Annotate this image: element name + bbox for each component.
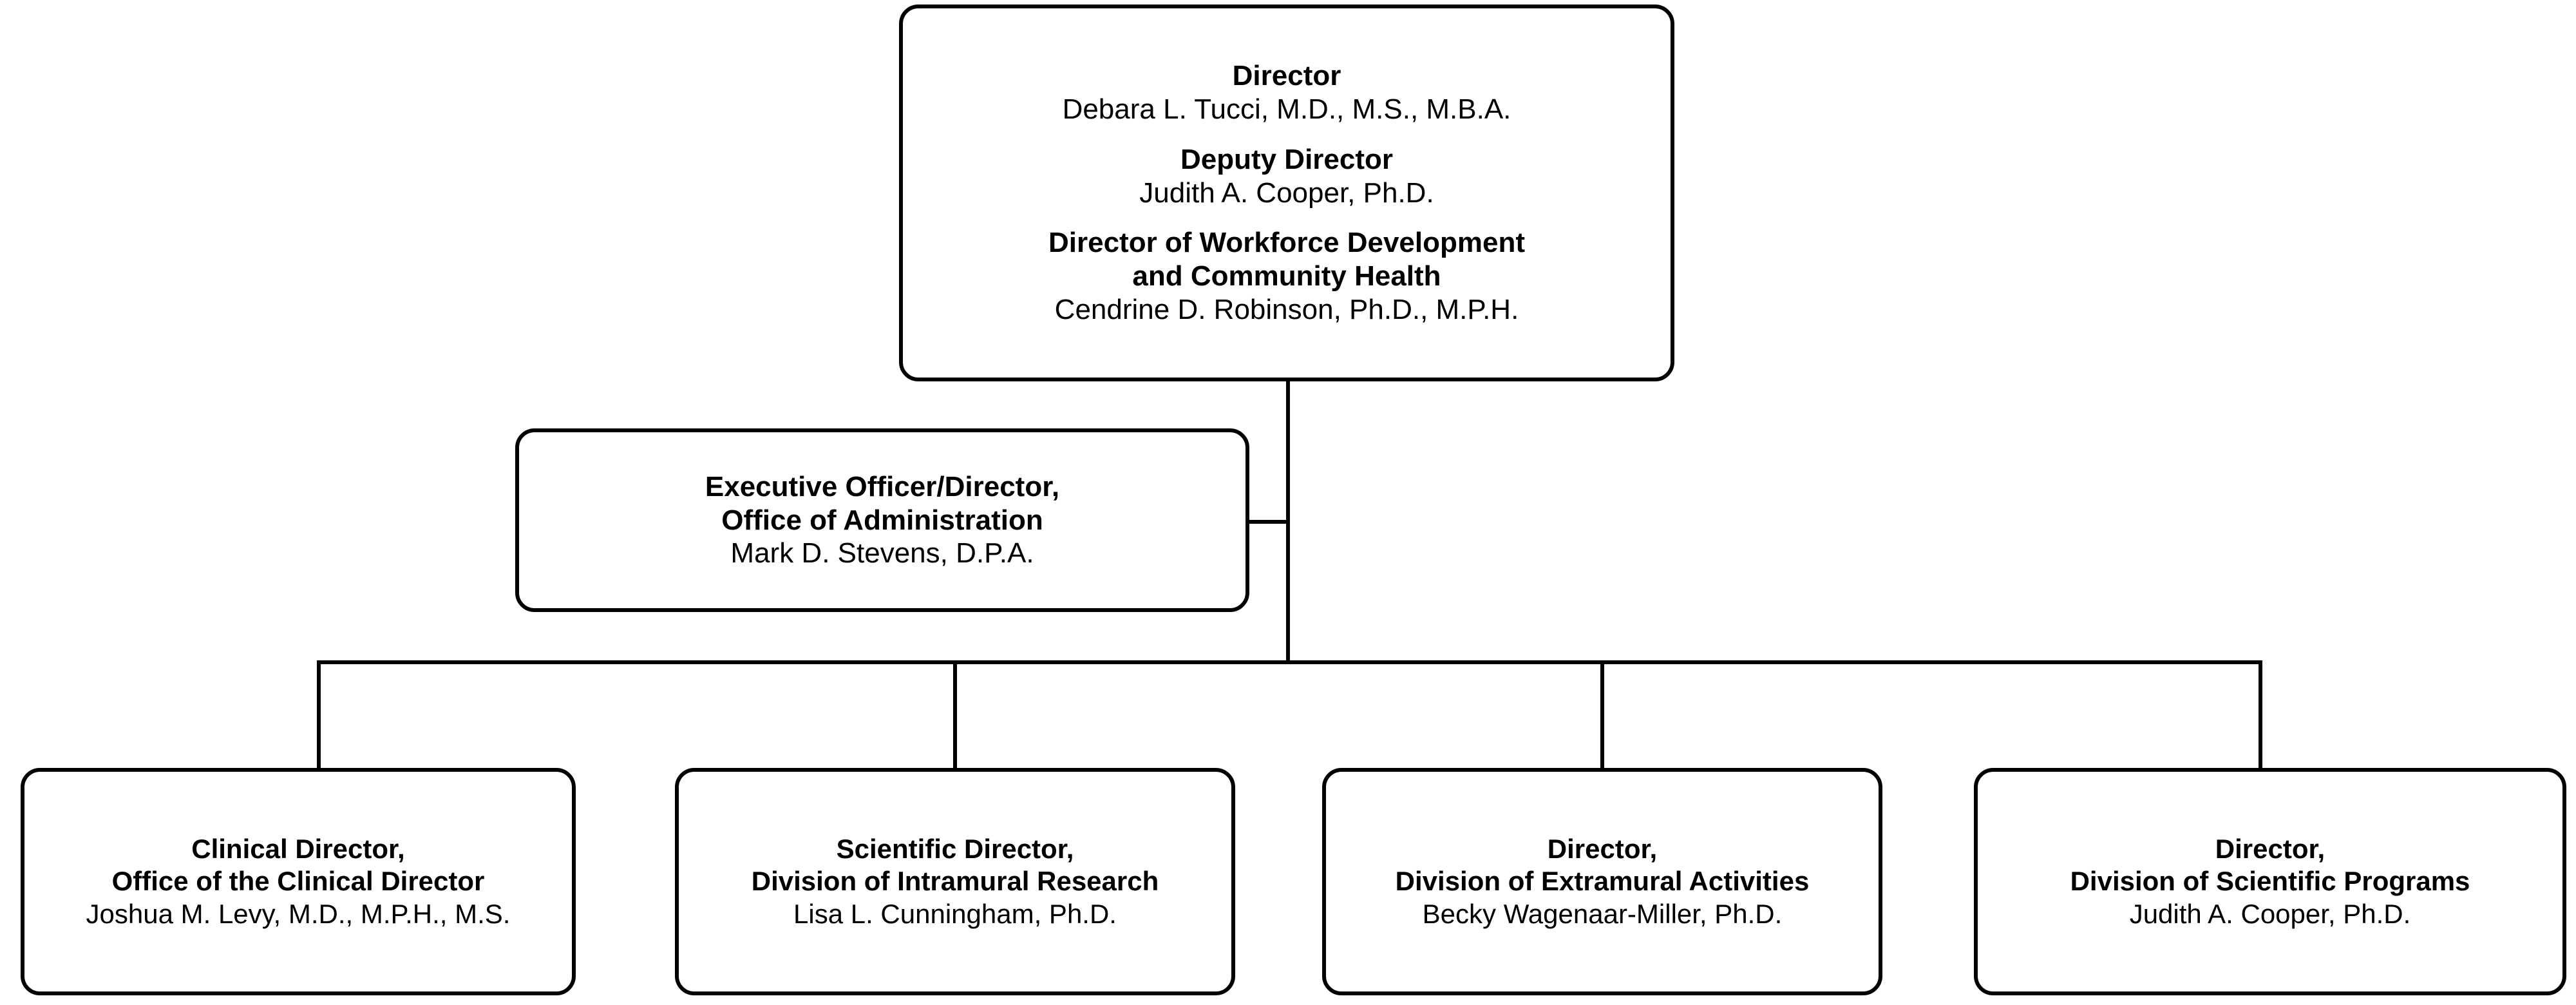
org-node-director-extramural[interactable]: Director, Division of Extramural Activit… <box>1322 768 1882 995</box>
scientific-director-title: Scientific Director, Division of Intramu… <box>751 834 1159 896</box>
director-title: Director <box>1232 59 1341 91</box>
org-node-director-scientific-programs[interactable]: Director, Division of Scientific Program… <box>1974 768 2566 995</box>
director-extramural-person: Becky Wagenaar-Miller, Ph.D. <box>1422 899 1783 930</box>
org-node-scientific-director[interactable]: Scientific Director, Division of Intramu… <box>675 768 1235 995</box>
org-node-clinical-director[interactable]: Clinical Director, Office of the Clinica… <box>21 768 576 995</box>
connector-drop-director-extramural <box>1600 660 1604 770</box>
org-node-director[interactable]: Director Debara L. Tucci, M.D., M.S., M.… <box>899 5 1674 381</box>
connector-children-bar <box>319 660 2262 664</box>
connector-director-spine <box>1286 379 1290 664</box>
clinical-director-person: Joshua M. Levy, M.D., M.P.H., M.S. <box>86 899 511 930</box>
director-scientific-programs-title: Director, Division of Scientific Program… <box>2070 834 2470 896</box>
executive-officer-person: Mark D. Stevens, D.P.A. <box>730 537 1034 570</box>
connector-drop-clinical-director <box>317 660 321 770</box>
director-entry-director: Director Debara L. Tucci, M.D., M.S., M.… <box>1063 59 1511 126</box>
director-entry-deputy-director: Deputy Director Judith A. Cooper, Ph.D. <box>1139 143 1434 210</box>
clinical-director-title: Clinical Director, Office of the Clinica… <box>111 834 485 896</box>
connector-drop-scientific-director <box>953 660 957 770</box>
director-extramural-title: Director, Division of Extramural Activit… <box>1395 834 1810 896</box>
director-scientific-programs-person: Judith A. Cooper, Ph.D. <box>2129 899 2411 930</box>
director-entry-workforce-development: Director of Workforce Development and Co… <box>1048 226 1525 327</box>
deputy-director-title: Deputy Director <box>1180 143 1394 175</box>
deputy-director-person: Judith A. Cooper, Ph.D. <box>1139 177 1434 209</box>
scientific-director-person: Lisa L. Cunningham, Ph.D. <box>793 899 1117 930</box>
workforce-development-person: Cendrine D. Robinson, Ph.D., M.P.H. <box>1054 294 1519 326</box>
director-person: Debara L. Tucci, M.D., M.S., M.B.A. <box>1062 93 1511 125</box>
executive-officer-title: Executive Officer/Director, Office of Ad… <box>705 470 1060 536</box>
connector-executive-officer-stub <box>1245 520 1288 524</box>
workforce-development-title: Director of Workforce Development and Co… <box>1048 227 1525 292</box>
org-node-executive-officer[interactable]: Executive Officer/Director, Office of Ad… <box>515 428 1249 612</box>
connector-drop-director-scientific-programs <box>2259 660 2262 770</box>
